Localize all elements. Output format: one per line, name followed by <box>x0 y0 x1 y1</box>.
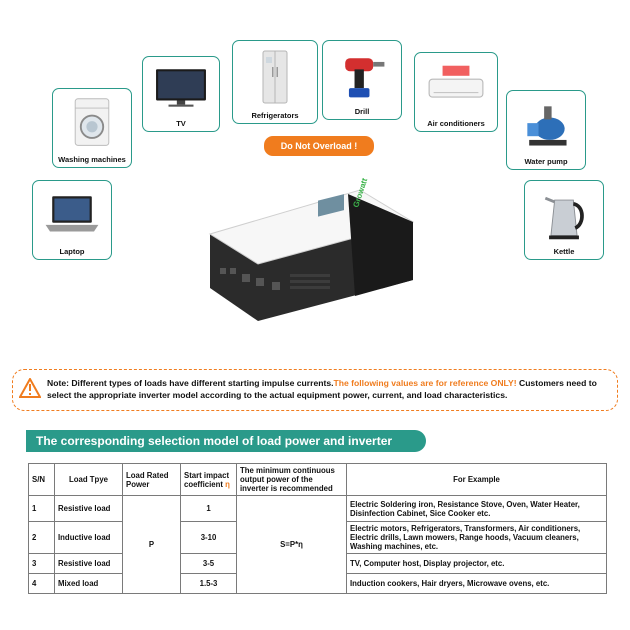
cell-sn: 1 <box>28 495 55 522</box>
cell-coef: 1.5-3 <box>180 573 237 594</box>
appliance-card-washing-machines: Washing machines <box>52 88 132 168</box>
header-sn: S/N <box>28 463 55 496</box>
note-highlight: The following values are for reference O… <box>333 378 517 388</box>
header-rated-power: Load Rated Power <box>122 463 181 496</box>
warning-triangle-icon <box>18 376 42 398</box>
cell-coef: 3-5 <box>180 553 237 574</box>
appliance-card-refrigerators: Refrigerators <box>232 40 318 124</box>
refrigerator-icon <box>239 47 311 107</box>
header-example: For Example <box>346 463 607 496</box>
cell-type: Resistive load <box>54 553 123 574</box>
appliance-label: Refrigerators <box>251 111 299 120</box>
cell-type: Mixed load <box>54 573 123 594</box>
cell-example: Electric Soldering iron, Resistance Stov… <box>346 495 607 522</box>
cell-type: Resistive load <box>54 495 123 522</box>
water-pump-icon <box>513 97 579 153</box>
cell-type: Inductive load <box>54 521 123 554</box>
cell-example: Electric motors, Refrigerators, Transfor… <box>346 521 607 554</box>
do-not-overload-badge: Do Not Overload ! <box>264 136 374 156</box>
tv-icon <box>149 63 213 115</box>
laptop-icon <box>39 187 105 243</box>
inverter-image: Growatt <box>200 176 425 321</box>
appliance-card-water-pump: Water pump <box>506 90 586 170</box>
appliance-card-kettle: Kettle <box>524 180 604 260</box>
appliance-label: Water pump <box>524 157 568 166</box>
header-impact-coef: Start impact coefficient η <box>180 463 237 496</box>
table-row: 1 Resistive load P 1 S=P*η Electric Sold… <box>28 495 607 594</box>
section-title: The corresponding selection model of loa… <box>26 430 426 452</box>
appliance-card-air-conditioners: Air conditioners <box>414 52 498 132</box>
appliance-label: TV <box>176 119 186 128</box>
load-selection-table: S/N Load Tpye Load Rated Power Start imp… <box>28 463 607 594</box>
table-row: 4 Mixed load 1.5-3 Induction cookers, Ha… <box>28 573 607 594</box>
appliance-card-drill: Drill <box>322 40 402 120</box>
appliance-label: Laptop <box>59 247 85 256</box>
appliance-card-laptop: Laptop <box>32 180 112 260</box>
table-row: 2 Inductive load 3-10 Electric motors, R… <box>28 521 607 554</box>
appliance-card-tv: TV <box>142 56 220 132</box>
note-suffix: Customers need to select the appropriate… <box>47 378 597 400</box>
cell-rated-power: P <box>122 495 181 594</box>
note-prefix: Note: Different types of loads have diff… <box>47 378 334 388</box>
appliance-label: Kettle <box>553 247 575 256</box>
appliance-label: Air conditioners <box>427 119 485 128</box>
reference-note: Note: Different types of loads have diff… <box>12 369 618 411</box>
cell-sn: 3 <box>28 553 55 574</box>
air-conditioner-icon <box>421 59 491 115</box>
appliance-label: Washing machines <box>58 155 126 164</box>
header-load-type: Load Tpye <box>54 463 123 496</box>
washing-machine-icon <box>59 95 125 151</box>
cell-example: Induction cookers, Hair dryers, Microwav… <box>346 573 607 594</box>
kettle-icon <box>531 187 597 243</box>
cell-coef: 1 <box>180 495 237 522</box>
eta-symbol: η <box>225 479 230 489</box>
cell-sn: 2 <box>28 521 55 554</box>
appliance-label: Drill <box>354 107 370 116</box>
header-min-power: The minimum continuous output power of t… <box>236 463 347 496</box>
drill-icon <box>329 47 395 103</box>
cell-formula: S=P*η <box>236 495 347 594</box>
cell-example: TV, Computer host, Display projector, et… <box>346 553 607 574</box>
cell-sn: 4 <box>28 573 55 594</box>
cell-coef: 3-10 <box>180 521 237 554</box>
table-header-row: S/N Load Tpye Load Rated Power Start imp… <box>28 463 607 496</box>
